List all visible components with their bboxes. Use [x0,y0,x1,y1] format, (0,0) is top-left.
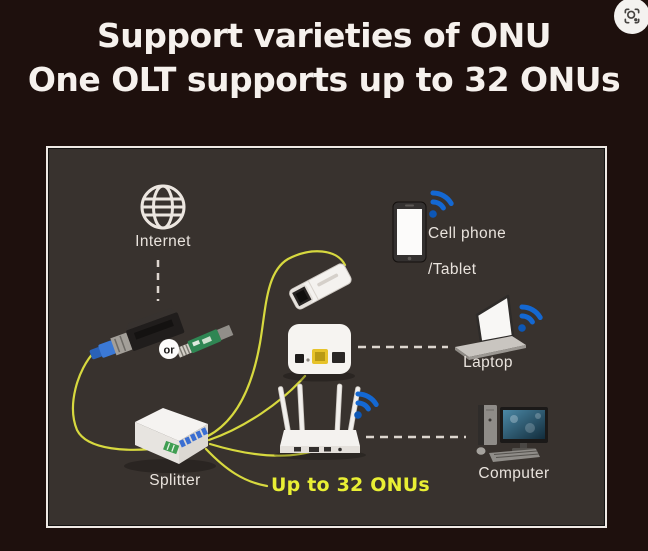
diagram-panel: or [46,146,607,528]
splitter-blue-ports [178,427,208,448]
title-line-1: Support varieties of ONU [96,16,552,55]
splitter-device [124,408,216,473]
olt-sfp-module [89,307,185,360]
or-badge: or [159,339,179,359]
desktop-computer [476,405,548,462]
splitter-label: Splitter [149,472,201,489]
cable-splitter-to-stick-onu [206,250,347,438]
cellphone-label-line1: Cell phone [428,225,507,242]
internet-label: Internet [135,233,191,250]
cable-splitter-to-callout [204,447,269,488]
cable-olt-to-splitter [71,349,170,451]
olt-pcb-module [176,324,234,358]
globe-icon [140,184,186,230]
cell-phone [392,201,427,263]
splitter-green-connector [163,440,180,455]
laptop [455,294,526,360]
wifi-icon-laptop [513,303,543,333]
wifi-router [274,383,366,460]
computer-label: Computer [478,465,550,482]
wifi-icon-phone [424,189,454,219]
onu-count-callout: Up to 32 ONUs [271,474,430,496]
or-badge-label: or [164,345,176,357]
laptop-label: Laptop [463,354,513,371]
title-line-2: One OLT supports up to 32 ONUs [27,60,621,99]
page-title: Support varieties of ONU One OLT support… [0,14,648,102]
stick-onu [289,263,352,310]
lens-icon [624,8,640,24]
cellphone-label-line2: /Tablet [428,261,477,278]
cellphone-label: Cell phone /Tablet [428,225,506,279]
network-diagram: or [71,184,548,488]
box-onu [283,324,355,382]
cable-splitter-to-box-onu [207,374,307,442]
lens-button[interactable] [614,0,648,34]
